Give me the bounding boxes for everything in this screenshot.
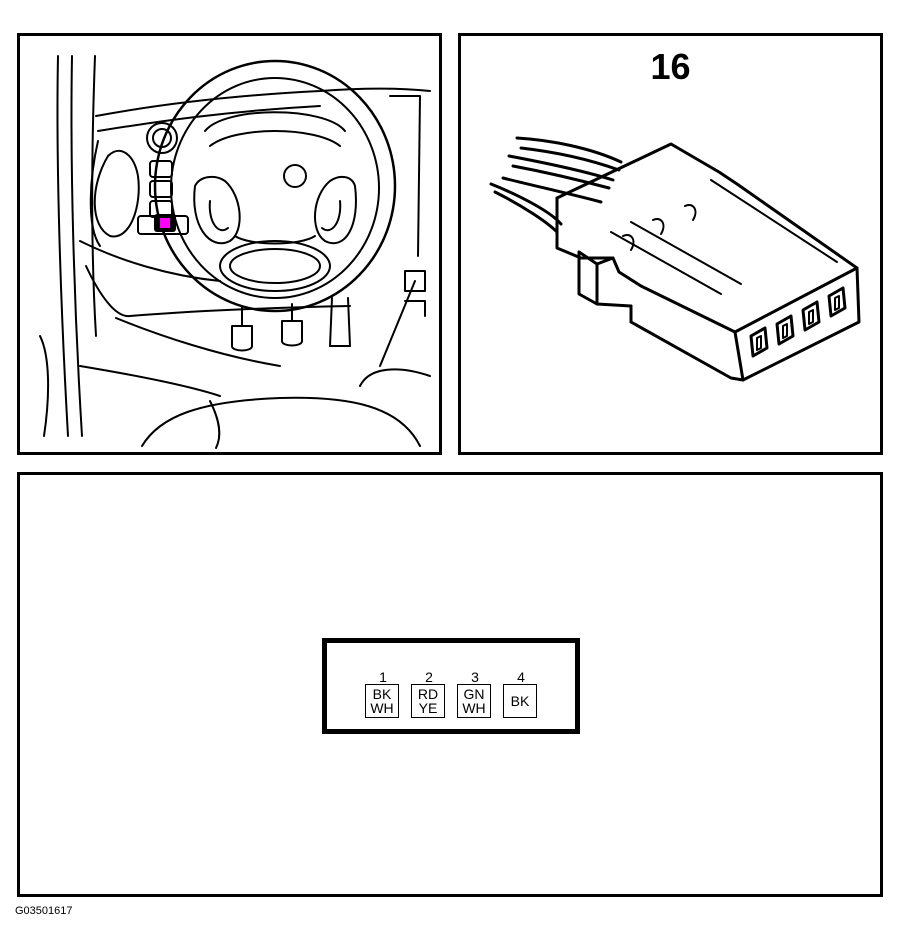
pin-2-color-2: YE xyxy=(418,700,438,716)
pin-3-wire-color: GN WH xyxy=(457,684,491,718)
pin-1-color-2: WH xyxy=(370,700,394,716)
connector-drawing xyxy=(489,136,861,382)
pin-3-number: 3 xyxy=(471,669,479,685)
connector-face: 1 BK WH 2 RD YE 3 GN WH 4 BK xyxy=(322,638,580,734)
pin-1: 1 BK WH xyxy=(365,669,401,718)
pin-1-number: 1 xyxy=(379,669,387,685)
component-location-marker xyxy=(154,214,176,232)
pin-3-color-2: WH xyxy=(462,700,486,716)
pin-2-number: 2 xyxy=(425,669,433,685)
component-location-panel xyxy=(17,33,442,455)
figure-id: G03501617 xyxy=(15,905,73,917)
pin-2-wire-color: RD YE xyxy=(411,684,445,718)
pin-3-color-1: GN xyxy=(463,686,485,702)
pin-4-color-1: BK xyxy=(510,693,530,709)
dashboard-illustration xyxy=(39,55,431,449)
pin-4-number: 4 xyxy=(517,669,525,685)
pin-4-wire-color: BK xyxy=(503,684,537,718)
connector-number: 16 xyxy=(650,46,691,87)
pin-1-color-1: BK xyxy=(372,686,392,702)
pin-2-color-1: RD xyxy=(417,686,439,702)
pin-1-wire-color: BK WH xyxy=(365,684,399,718)
connector-illustration-panel: 16 xyxy=(458,33,883,455)
pinout-panel: 1 BK WH 2 RD YE 3 GN WH 4 BK xyxy=(17,472,883,897)
pin-2: 2 RD YE xyxy=(411,669,447,718)
pin-4: 4 BK xyxy=(503,669,539,718)
pin-3: 3 GN WH xyxy=(457,669,493,718)
